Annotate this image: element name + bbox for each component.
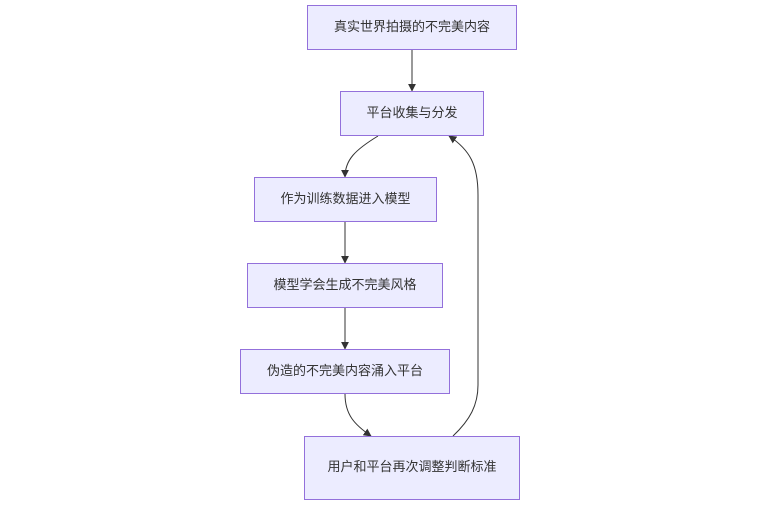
- edge-n5-n6: [344, 393, 372, 437]
- node-label: 真实世界拍摄的不完美内容: [333, 19, 490, 35]
- node-label: 伪造的不完美内容涌入平台: [266, 363, 423, 379]
- node-label: 平台收集与分发: [366, 105, 458, 121]
- edge-n2-n3: [341, 135, 379, 178]
- node-label: 用户和平台再次调整判断标准: [327, 460, 497, 475]
- node-label: 模型学会生成不完美风格: [273, 277, 417, 293]
- node-real-world-imperfect-content: 真实世界拍摄的不完美内容: [307, 5, 517, 50]
- node-users-platform-readjust-standards: 用户和平台再次调整判断标准: [304, 436, 520, 500]
- node-model-learns-imperfect-style: 模型学会生成不完美风格: [247, 263, 443, 308]
- node-fake-content-floods-platform: 伪造的不完美内容涌入平台: [240, 349, 450, 394]
- node-label: 作为训练数据进入模型: [280, 191, 411, 207]
- node-training-data-into-model: 作为训练数据进入模型: [254, 177, 437, 222]
- edge-n6-n2: [448, 135, 479, 437]
- node-platform-collect-distribute: 平台收集与分发: [340, 91, 484, 136]
